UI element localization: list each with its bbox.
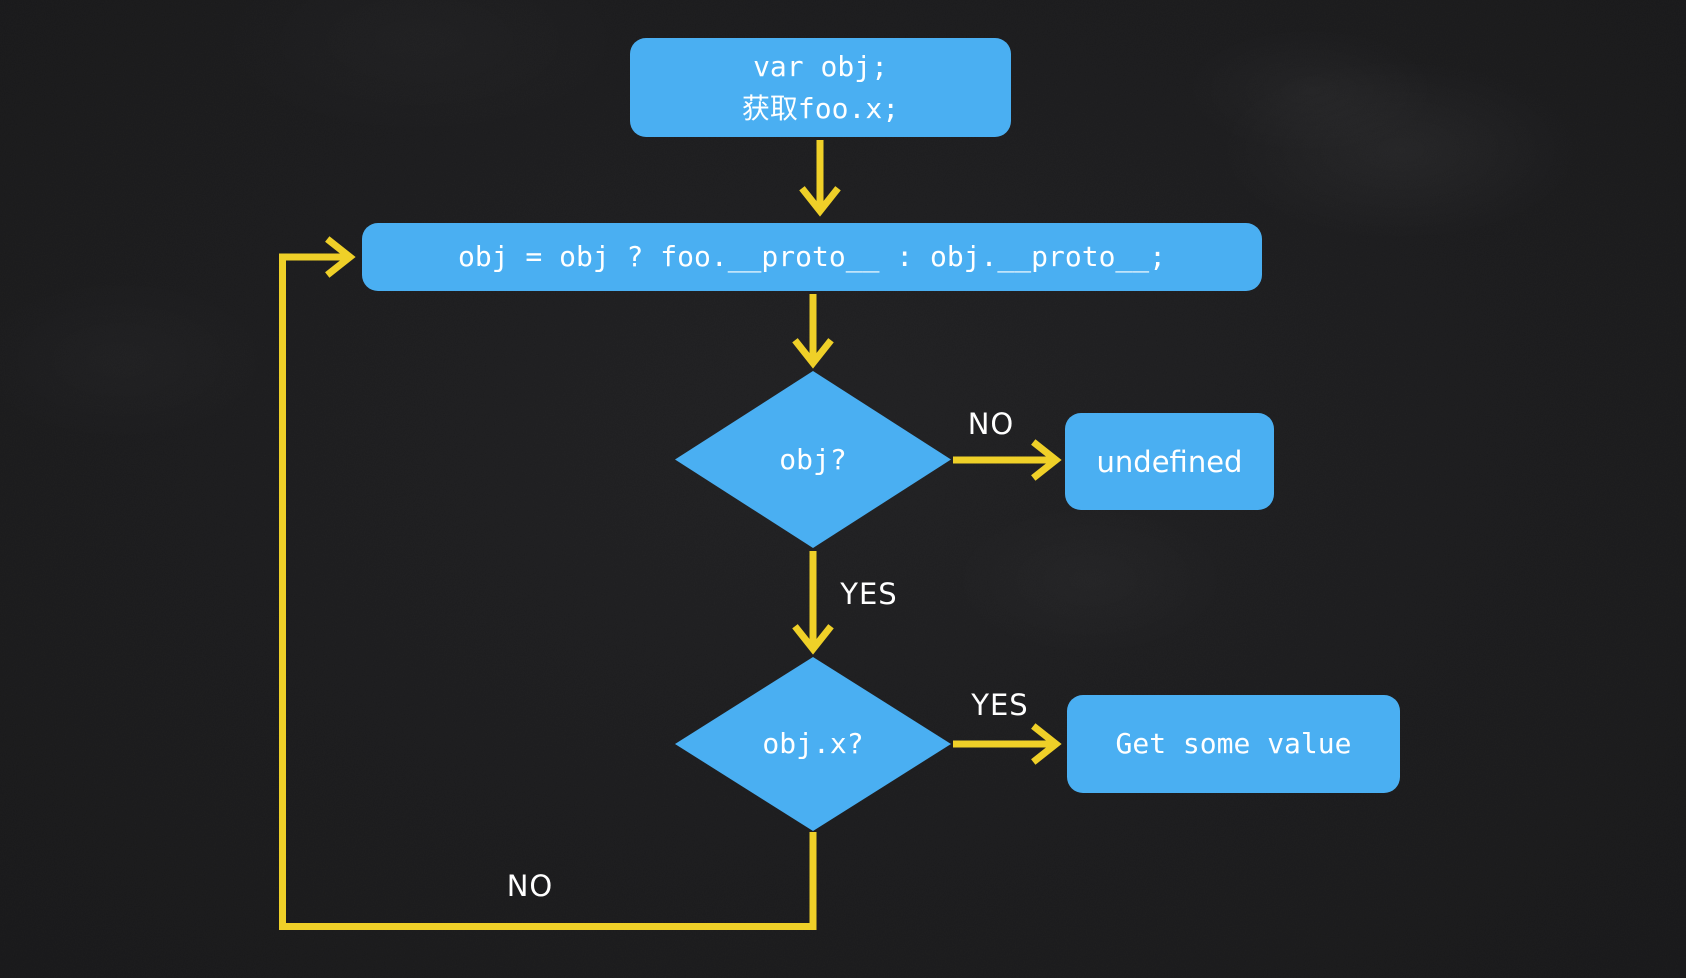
node-get-value-label: Get some value — [1115, 727, 1352, 760]
node-start-line-2: 获取foo.x; — [741, 91, 900, 125]
node-undefined: undefined — [1065, 413, 1274, 510]
node-undefined-label: undefined — [1096, 444, 1243, 479]
node-check-obj-x-label: obj.x? — [762, 727, 864, 760]
edge-label-check-obj-x-no: NO — [506, 869, 554, 903]
node-start-line-1: var obj; — [753, 49, 888, 83]
edge-label-check-obj-x-yes: YES — [971, 688, 1029, 722]
node-assign: obj = obj ? foo.__proto__ : obj.__proto_… — [362, 223, 1262, 291]
edge-label-check-obj-no: NO — [967, 407, 1015, 441]
node-assign-label: obj = obj ? foo.__proto__ : obj.__proto_… — [457, 240, 1166, 273]
edge-check-obj-x-no-loop-to-assign — [279, 236, 817, 930]
node-get-value: Get some value — [1067, 695, 1400, 793]
node-check-obj-label: obj? — [779, 442, 847, 476]
node-start: var obj; 获取foo.x; — [630, 38, 1011, 137]
edge-label-check-obj-yes: YES — [840, 577, 898, 611]
